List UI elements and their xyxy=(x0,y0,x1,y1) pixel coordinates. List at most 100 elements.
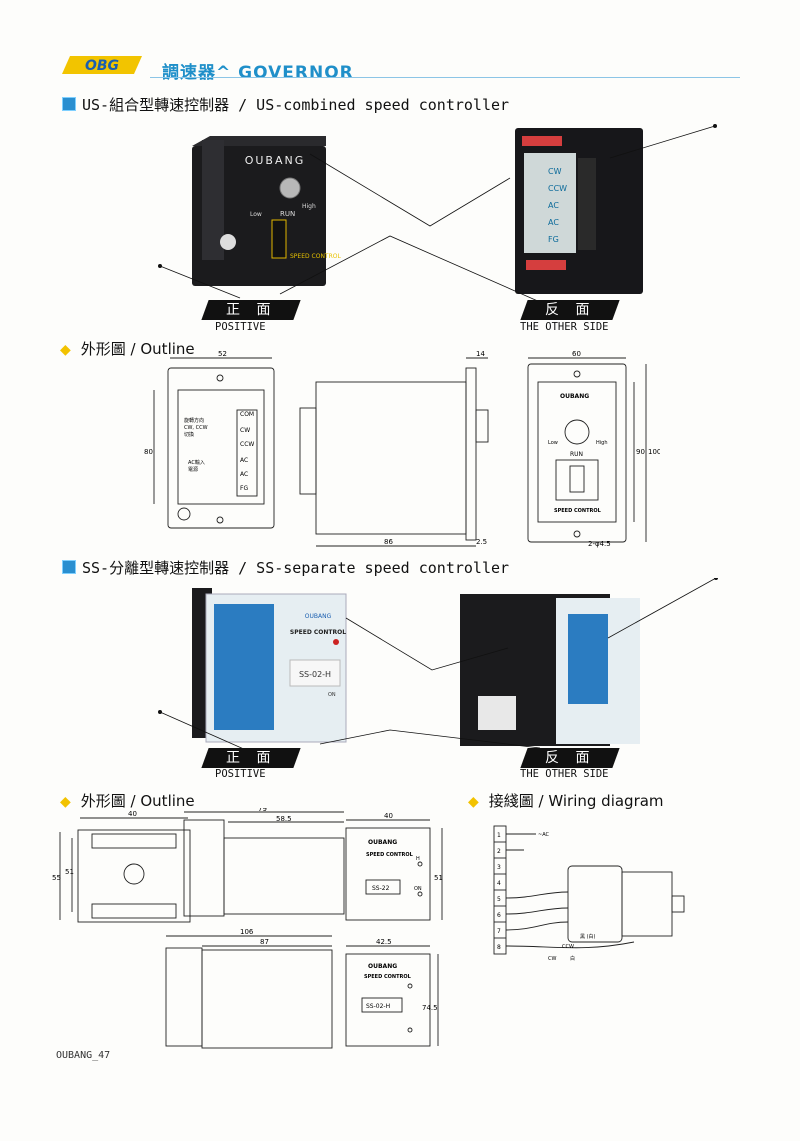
us-back-t1: CW xyxy=(548,167,562,176)
wire-term-3: 3 xyxy=(497,864,501,871)
logo-text: OBG xyxy=(85,58,119,74)
ss22-speed: SPEED CONTROL xyxy=(366,852,414,858)
square-bullet-icon xyxy=(62,97,76,111)
diamond-bullet-icon: ◆ xyxy=(60,342,71,358)
dim-90: 90 xyxy=(636,448,645,456)
ss22-led-on: ON xyxy=(414,886,422,892)
ss-back-caption: THE OTHER SIDE xyxy=(520,768,609,780)
wiring-heading-text: 接綫圖 / Wiring diagram xyxy=(488,792,664,810)
ss-front-label: 正 面 xyxy=(201,748,301,768)
wiring-diagram: 1 2 3 4 5 6 7 8 ~AC 黑 (白) CCW CW 白 xyxy=(493,825,685,962)
note-dir3: 切換 xyxy=(184,431,194,438)
wire-term-1: 1 xyxy=(497,832,501,839)
outline1-heading-text: 外形圖 / Outline xyxy=(80,340,195,358)
dim-52: 52 xyxy=(218,350,227,358)
outline2-heading-text: 外形圖 / Outline xyxy=(80,792,195,810)
us-front-low: Low xyxy=(250,211,262,218)
us-front-label: 正 面 xyxy=(201,300,301,320)
note-dir: 旋轉方向 xyxy=(184,417,204,424)
us-front-caption: POSITIVE xyxy=(215,321,266,333)
wire-ac: ~AC xyxy=(538,832,550,838)
us-photos: OUBANG Low High RUN SPEED CONTROL CW CCW… xyxy=(158,124,717,303)
ss02-brand: OUBANG xyxy=(368,963,397,970)
ss22-brand: OUBANG xyxy=(368,839,397,846)
us-back-label: 反 面 xyxy=(520,300,620,320)
us-back-device: CW CCW AC AC FG xyxy=(515,128,643,294)
dim-55: 55 xyxy=(52,874,61,882)
wire-term-8: 8 xyxy=(497,944,501,951)
dim-40b: 40 xyxy=(384,812,393,820)
ss02-model: SS-02-H xyxy=(366,1003,390,1010)
wire-term-6: 6 xyxy=(497,912,501,919)
ss-front-device: OUBANG SPEED CONTROL SS-02-H ON xyxy=(192,588,347,743)
page-footer: OUBANG_47 xyxy=(56,1050,111,1061)
square-bullet-icon xyxy=(62,560,76,574)
dim-80: 80 xyxy=(144,448,153,456)
section1-heading: US-組合型轉速控制器 / US-combined speed controll… xyxy=(62,94,509,115)
wire-black: 黑 (白) xyxy=(580,933,596,940)
us-back-t4: AC xyxy=(548,218,559,227)
oubang-logo: OBG xyxy=(62,56,142,74)
us-back-caption: THE OTHER SIDE xyxy=(520,321,609,333)
ss-front-on: ON xyxy=(328,692,336,698)
dim-425: 42.5 xyxy=(376,938,392,946)
wire-term-2: 2 xyxy=(497,848,501,855)
term-ac1: AC xyxy=(240,457,248,464)
dim-87: 87 xyxy=(260,938,269,946)
dim-51a: 51 xyxy=(65,868,74,876)
ss-back-label: 反 面 xyxy=(520,748,620,768)
outline1-heading: ◆ 外形圖 / Outline xyxy=(60,338,195,359)
note-dir2: CW, CCW xyxy=(184,425,208,431)
dim-86: 86 xyxy=(384,538,393,546)
us-front-brand: OUBANG xyxy=(245,154,306,167)
note-ac: AC輸入 xyxy=(188,459,205,466)
us-front-run: RUN xyxy=(280,210,295,218)
ss-front-model: SS-02-H xyxy=(299,670,331,679)
diamond-bullet-icon: ◆ xyxy=(468,794,479,810)
ss-photos: OUBANG SPEED CONTROL SS-02-H ON xyxy=(158,578,718,751)
dim-40a: 40 xyxy=(128,810,137,818)
us-front-high: High xyxy=(302,203,316,210)
panel-run: RUN xyxy=(570,451,583,458)
ss-outline-drawing: 40 55 51 79 58.5 40 51 106 87 42.5 74.5 … xyxy=(52,808,443,1049)
ss22-led-h: H xyxy=(416,856,420,862)
diamond-bullet-icon: ◆ xyxy=(60,794,71,810)
ss-front-caption: POSITIVE xyxy=(215,768,266,780)
outline2-heading: ◆ 外形圖 / Outline xyxy=(60,790,195,811)
panel-low: Low xyxy=(548,440,558,446)
dim-585: 58.5 xyxy=(276,815,292,823)
term-fg: FG xyxy=(240,485,248,492)
dim-100: 100 xyxy=(648,448,660,456)
ss-front-speed: SPEED CONTROL xyxy=(290,629,346,636)
dim-hole: 2-φ4.5 xyxy=(588,540,611,548)
us-front-speed: SPEED CONTROL xyxy=(290,253,341,260)
ss-back-device xyxy=(460,594,640,746)
panel-brand: OUBANG xyxy=(560,393,589,400)
panel-speed: SPEED CONTROL xyxy=(554,508,602,514)
term-ac2: AC xyxy=(240,471,248,478)
wiring-heading: ◆ 接綫圖 / Wiring diagram xyxy=(468,790,664,811)
dim-60: 60 xyxy=(572,350,581,358)
dim-25: 2.5 xyxy=(476,538,487,546)
section2-heading: SS-分離型轉速控制器 / SS-separate speed controll… xyxy=(62,557,509,578)
dim-79: 79 xyxy=(258,808,267,813)
us-front-device: OUBANG Low High RUN SPEED CONTROL xyxy=(192,136,341,286)
dim-51b: 51 xyxy=(434,874,443,882)
us-back-t5: FG xyxy=(548,235,559,244)
wire-white: 白 xyxy=(570,955,575,962)
section2-heading-text: SS-分離型轉速控制器 / SS-separate speed controll… xyxy=(82,559,510,577)
panel-high: High xyxy=(596,440,608,446)
wire-ccw: CCW xyxy=(562,944,574,950)
us-back-t3: AC xyxy=(548,201,559,210)
title-rule xyxy=(150,77,740,78)
section1-heading-text: US-組合型轉速控制器 / US-combined speed controll… xyxy=(82,96,510,114)
ss22-model: SS-22 xyxy=(372,885,390,892)
term-cw: CW xyxy=(240,427,250,434)
dim-745: 74.5 xyxy=(422,1004,438,1012)
ss02-speed: SPEED CONTROL xyxy=(364,974,412,980)
page-title: 調速器^ GOVERNOR xyxy=(162,63,354,83)
wire-cw: CW xyxy=(548,956,556,962)
dim-106: 106 xyxy=(240,928,254,936)
us-outline-drawing: 52 80 COM CW CCW AC AC FG 旋轉方向 CW, CCW 切… xyxy=(144,350,660,548)
term-com: COM xyxy=(240,411,254,418)
